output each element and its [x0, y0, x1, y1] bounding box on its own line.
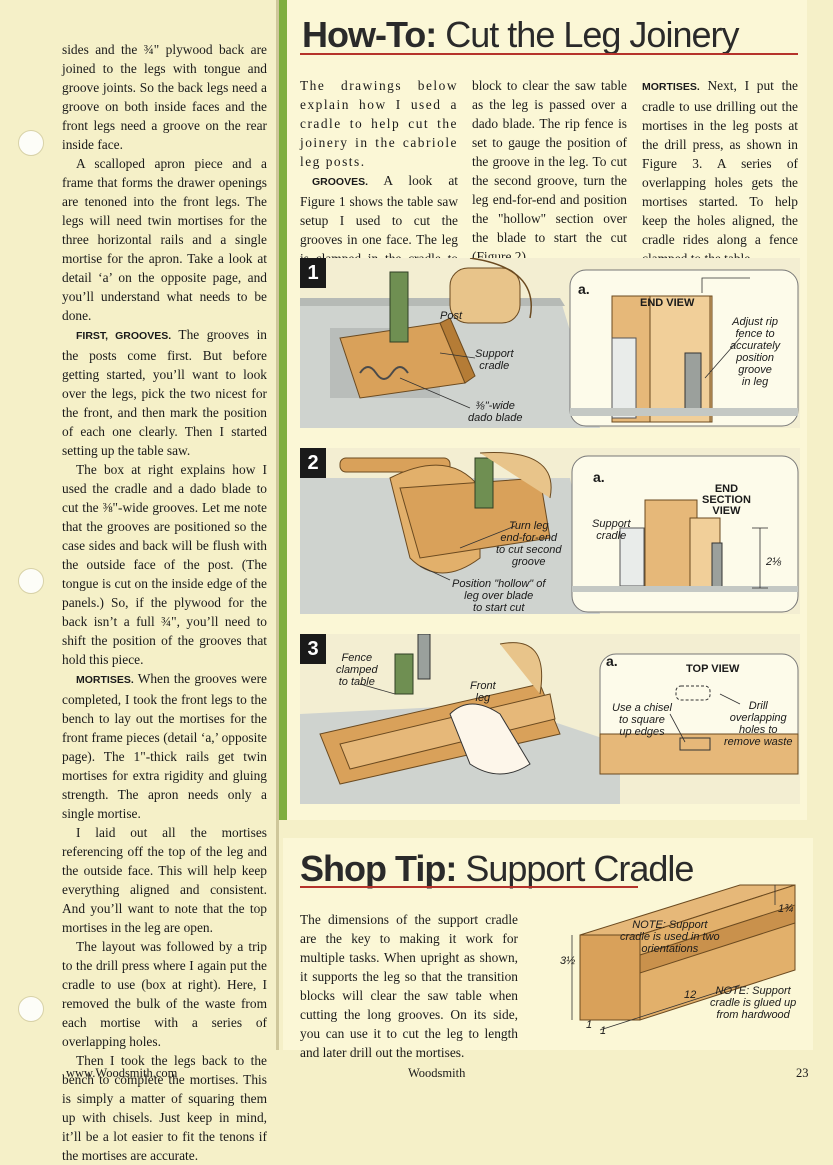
figure-number: 2: [300, 448, 326, 478]
support-cradle-label: Support cradle: [592, 518, 631, 542]
howto-title: How-To: Cut the Leg Joinery: [302, 14, 739, 56]
shop-tip-title-bold: Shop Tip:: [300, 848, 457, 889]
howto-title-rest: Cut the Leg Joinery: [436, 14, 739, 55]
detail-a-label: a.: [593, 469, 605, 485]
paragraph: The layout was followed by a trip to the…: [62, 939, 267, 1049]
figure-1: 1 Post Support cradle ⅜"-wide dado blade…: [300, 258, 800, 428]
note-orientations: NOTE: Support cradle is used in two orie…: [620, 919, 720, 955]
adjust-fence-label: Adjust rip fence to accurately position …: [730, 316, 781, 388]
paragraph-text: The grooves in the posts come first. But…: [62, 327, 267, 458]
drill-label: Drill overlapping holes to remove waste: [724, 700, 793, 748]
title-rule: [300, 886, 638, 888]
paragraph: The box at right explains how I used the…: [62, 462, 267, 667]
chisel-label: Use a chisel to square up edges: [612, 702, 672, 738]
turn-leg-label: Turn leg end-for-end to cut second groov…: [496, 520, 562, 568]
dimension-label: 2⅛: [766, 556, 782, 568]
paragraph: The drawings below explain how I used a …: [300, 78, 458, 169]
howto-col-1: The drawings below explain how I used a …: [300, 76, 458, 287]
dimension-b: 1: [600, 1025, 607, 1037]
howto-title-bold: How-To:: [302, 14, 437, 55]
runin-head: MORTISES.: [642, 81, 700, 93]
paragraph: sides and the ¾" plywood back are joined…: [62, 42, 267, 152]
shop-tip-text: The dimensions of the support cradle are…: [300, 912, 518, 1060]
end-section-view-label: END SECTION VIEW: [702, 483, 751, 517]
left-column: sides and the ¾" plywood back are joined…: [62, 40, 267, 1165]
footer-magazine: Woodsmith: [408, 1066, 466, 1080]
paragraph: MORTISES. When the grooves were complete…: [62, 669, 267, 823]
dimension-top: 1¾: [778, 903, 794, 915]
detail-a-label: a.: [578, 281, 590, 297]
dimension-height: 3½: [560, 955, 576, 967]
howto-col-3: MORTISES. Next, I put the cradle to use …: [642, 76, 798, 268]
dado-blade-label: ⅜"-wide dado blade: [468, 400, 523, 424]
position-hollow-label: Position "hollow" of leg over blade to s…: [452, 578, 546, 614]
footer-url: www.Woodsmith.com: [66, 1066, 178, 1080]
post-label: Post: [440, 310, 463, 322]
title-rule: [300, 53, 798, 55]
binder-hole: [18, 568, 44, 594]
dimension-length: 12: [684, 989, 697, 1001]
runin-head: MORTISES.: [76, 674, 134, 686]
front-leg-label: Front leg: [470, 680, 496, 704]
support-cradle-drawing: [571, 884, 796, 1031]
figure-number: 3: [300, 634, 326, 664]
page-number: 23: [796, 1066, 809, 1080]
binder-hole: [18, 996, 44, 1022]
support-cradle-label: Support cradle: [475, 348, 514, 372]
support-cradle-figure: NOTE: Support cradle is used in two orie…: [560, 875, 805, 1045]
runin-head: GROOVES.: [312, 176, 369, 188]
note-hardwood: NOTE: Support cradle is glued up from ha…: [710, 985, 797, 1021]
figure-1-drawing: [300, 258, 800, 428]
paragraph: A scalloped apron piece and a frame that…: [62, 156, 267, 323]
howto-col-2: block to clear the saw table as the leg …: [472, 76, 627, 266]
figure-3: 3 Fence clamped to table Front leg a. TO…: [300, 634, 800, 804]
detail-a-label: a.: [606, 653, 618, 669]
paragraph-text: When the grooves were completed, I took …: [62, 671, 267, 821]
figure-3-drawing: [300, 634, 800, 804]
paragraph: MORTISES. Next, I put the cradle to use …: [642, 76, 798, 268]
end-view-label: END VIEW: [640, 297, 695, 309]
shop-tip-title: Shop Tip: Support Cradle: [300, 848, 694, 890]
runin-head: FIRST, GROOVES.: [76, 330, 172, 342]
top-view-label: TOP VIEW: [686, 663, 740, 675]
paragraph: FIRST, GROOVES. The grooves in the posts…: [62, 325, 267, 460]
shop-tip-title-rest: Support Cradle: [456, 848, 694, 889]
column-divider: [276, 0, 279, 1050]
paragraph: I laid out all the mortises referencing …: [62, 825, 267, 935]
paragraph: block to clear the saw table as the leg …: [472, 78, 627, 264]
binder-hole: [18, 130, 44, 156]
figure-number: 1: [300, 258, 326, 288]
dimension-a: 1: [586, 1019, 593, 1031]
figure-2-drawing: [300, 448, 800, 614]
figure-2: 2 Turn leg end-for-end to cut second gro…: [300, 448, 800, 614]
accent-bar: [279, 0, 287, 820]
fence-clamped-label: Fence clamped to table: [336, 652, 378, 688]
paragraph-text: Next, I put the cradle to use drilling o…: [642, 78, 798, 266]
